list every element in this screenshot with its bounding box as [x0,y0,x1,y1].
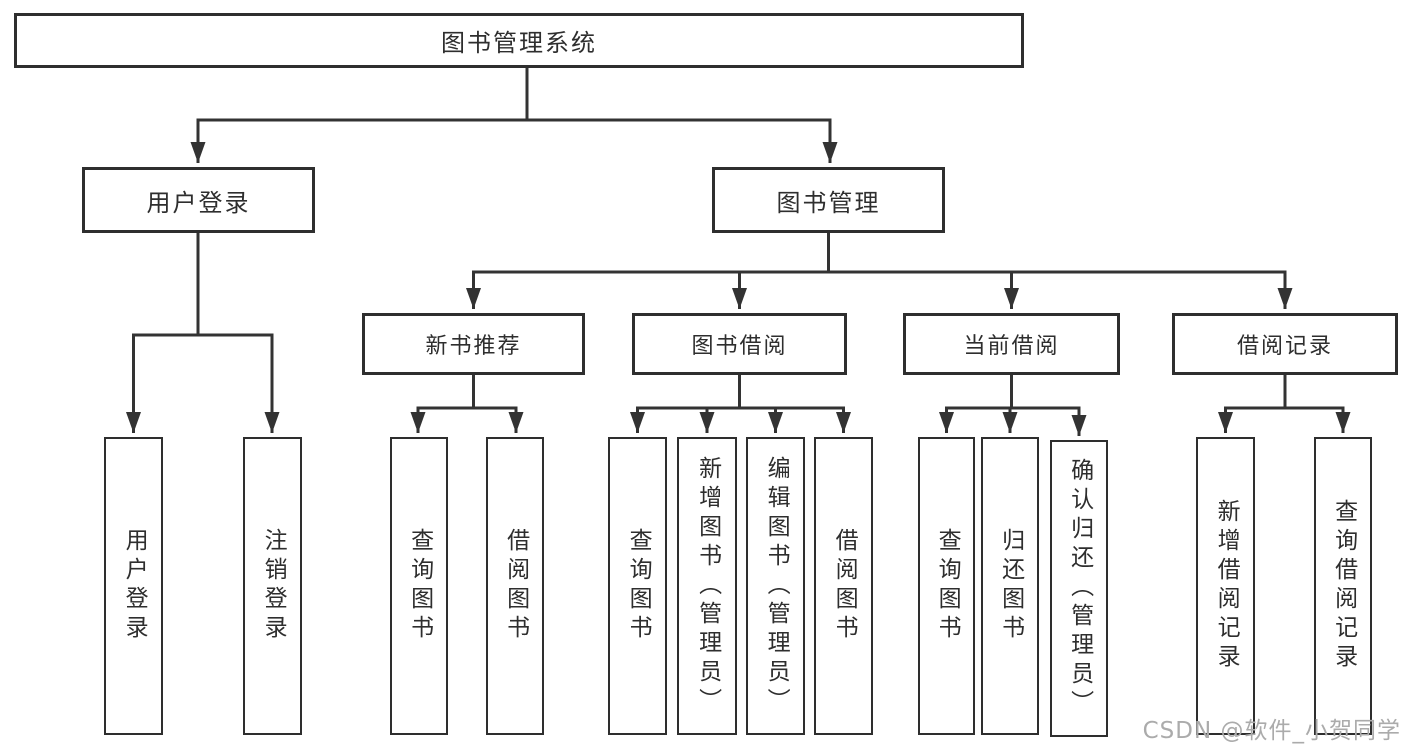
leaf-add-book: 新增图书（管理员） [677,437,737,735]
leaf-logout: 注销登录 [243,437,302,735]
leaf-query-record: 查询借阅记录 [1314,437,1372,735]
leaf-edit-book-label: 编辑图书（管理员） [763,455,790,717]
node-current-borrow-label: 当前借阅 [963,334,1060,359]
leaf-query-record-label: 查询借阅记录 [1330,499,1357,673]
leaf-query-book-1-label: 查询图书 [406,528,433,644]
leaf-confirm-return-label: 确认归还（管理员） [1066,458,1093,719]
leaf-return-book: 归还图书 [981,437,1039,735]
leaf-query-book-3: 查询图书 [918,437,975,735]
node-new-book-rec-label: 新书推荐 [425,334,522,359]
leaf-logout-label: 注销登录 [260,528,287,644]
leaf-edit-book: 编辑图书（管理员） [746,437,805,735]
node-book-mgmt: 图书管理 [712,167,945,233]
node-root: 图书管理系统 [14,13,1024,68]
node-new-book-rec: 新书推荐 [362,313,585,375]
leaf-confirm-return: 确认归还（管理员） [1050,440,1108,737]
leaf-borrow-book-2-label: 借阅图书 [831,528,858,644]
leaf-add-book-label: 新增图书（管理员） [694,455,721,717]
node-borrow-records-label: 借阅记录 [1236,334,1333,359]
leaf-user-login: 用户登录 [104,437,163,735]
node-user-login: 用户登录 [82,167,315,233]
node-root-label: 图书管理系统 [441,29,597,57]
leaf-add-record-label: 新增借阅记录 [1213,499,1240,673]
leaf-add-record: 新增借阅记录 [1196,437,1255,735]
node-book-borrow: 图书借阅 [632,313,847,375]
node-book-mgmt-label: 图书管理 [776,188,881,217]
csdn-watermark: CSDN @软件_小贺同学 [1142,718,1401,744]
leaf-query-book-3-label: 查询图书 [934,528,961,644]
node-current-borrow: 当前借阅 [903,313,1120,375]
leaf-user-login-label: 用户登录 [121,528,148,644]
leaf-query-book-2: 查询图书 [608,437,667,735]
leaf-query-book-2-label: 查询图书 [625,528,652,644]
leaf-borrow-book-1-label: 借阅图书 [502,528,529,644]
leaf-return-book-label: 归还图书 [997,528,1024,644]
node-book-borrow-label: 图书借阅 [691,334,788,359]
leaf-borrow-book-1: 借阅图书 [486,437,544,735]
node-user-login-label: 用户登录 [146,188,251,217]
leaf-borrow-book-2: 借阅图书 [814,437,873,735]
leaf-query-book-1: 查询图书 [390,437,448,735]
node-borrow-records: 借阅记录 [1172,313,1398,375]
